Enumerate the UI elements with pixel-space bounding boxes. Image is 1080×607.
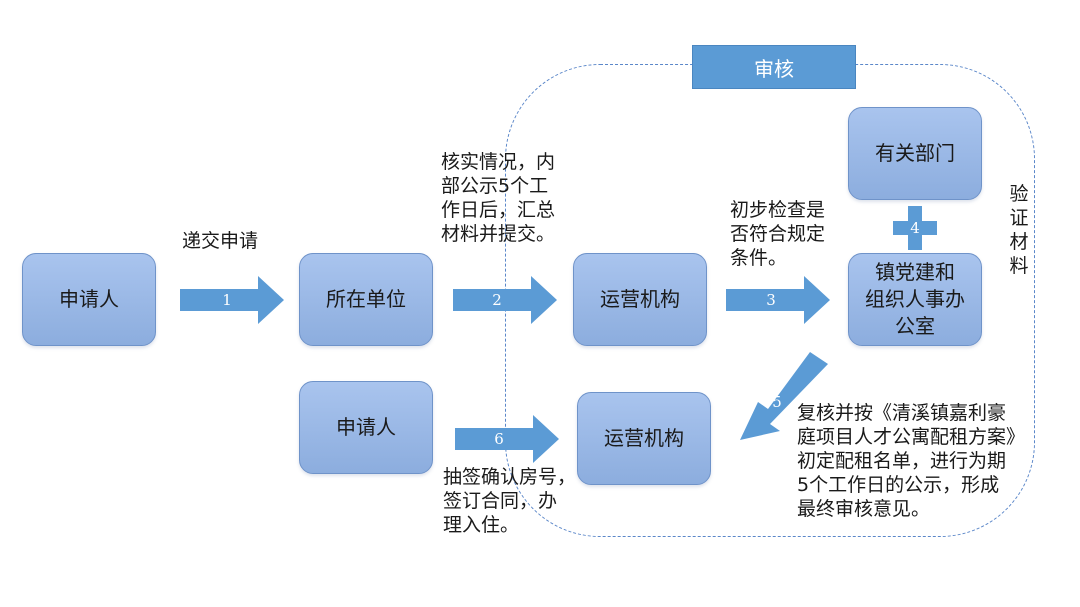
- node-operator-top: 运营机构: [573, 253, 707, 346]
- arrow-4-number: 4: [910, 219, 920, 237]
- arrow-5-number: 5: [772, 393, 782, 411]
- plus-connector-4: [893, 206, 937, 250]
- label-review: 复核并按《清溪镇嘉利豪 庭项目人才公寓配租方案》 初定配租名单，进行为期 5个工…: [797, 402, 1026, 520]
- node-applicant-bottom: 申请人: [299, 381, 433, 474]
- label-submit: 递交申请: [182, 230, 259, 252]
- arrow-1: [180, 276, 284, 324]
- node-unit: 所在单位: [299, 253, 433, 346]
- arrow-1-number: 1: [222, 291, 232, 309]
- review-region-label: 审核: [692, 45, 856, 89]
- label-materials: 验 证 材 料: [1009, 183, 1029, 277]
- node-office: 镇党建和 组织人事办 公室: [848, 253, 982, 346]
- arrow-5: [740, 352, 828, 440]
- arrow-6-number: 6: [494, 430, 504, 448]
- arrow-2: [453, 276, 557, 324]
- node-dept: 有关部门: [848, 107, 982, 200]
- arrow-6: [455, 415, 559, 463]
- arrow-3-number: 3: [766, 291, 776, 309]
- label-check: 初步检查是 否符合规定 条件。: [730, 199, 826, 269]
- arrow-2-number: 2: [492, 291, 502, 309]
- arrow-3: [726, 276, 830, 324]
- label-lottery: 抽签确认房号， 签订合同，办 理入住。: [443, 466, 577, 536]
- node-operator-bottom: 运营机构: [577, 392, 711, 485]
- label-verify: 核实情况，内 部公示5个工 作日后，汇总 材料并提交。: [441, 151, 556, 245]
- node-applicant-top: 申请人: [22, 253, 156, 346]
